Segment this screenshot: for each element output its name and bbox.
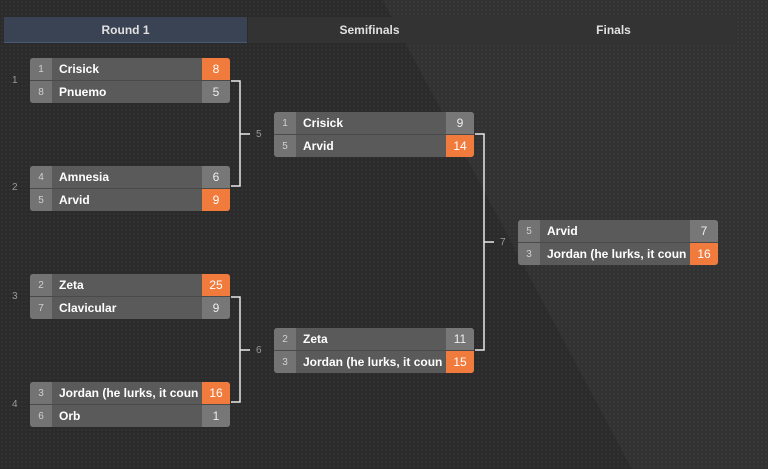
match-number-6: 6 (256, 345, 262, 356)
match-4-bottom-player[interactable]: 6 Orb 1 (30, 404, 230, 427)
player-name: Arvid (303, 139, 334, 153)
seed: 3 (274, 351, 296, 373)
match-6[interactable]: 2 Zeta 11 3 Jordan (he lurks, it coun 15 (274, 328, 474, 373)
seed: 1 (274, 112, 296, 134)
score: 15 (446, 351, 474, 373)
player-name: Jordan (he lurks, it coun (59, 386, 199, 400)
seed: 5 (30, 189, 52, 211)
match-7-top-player[interactable]: 5 Arvid 7 (518, 220, 718, 242)
seed: 2 (30, 274, 52, 296)
seed: 3 (518, 243, 540, 265)
score: 11 (446, 328, 474, 350)
match-2-top-player[interactable]: 4 Amnesia 6 (30, 166, 230, 188)
match-2[interactable]: 4 Amnesia 6 5 Arvid 9 (30, 166, 230, 211)
match-4[interactable]: 3 Jordan (he lurks, it coun 16 6 Orb 1 (30, 382, 230, 427)
match-5-top-player[interactable]: 1 Crisick 9 (274, 112, 474, 134)
player-name: Zeta (59, 278, 84, 292)
match-number-2: 2 (12, 182, 18, 193)
match-number-7: 7 (500, 237, 506, 248)
score: 9 (446, 112, 474, 134)
seed: 8 (30, 81, 52, 103)
match-4-top-player[interactable]: 3 Jordan (he lurks, it coun 16 (30, 382, 230, 404)
player-name: Arvid (59, 193, 90, 207)
match-1[interactable]: 1 Crisick 8 8 Pnuemo 5 (30, 58, 230, 103)
seed: 5 (518, 220, 540, 242)
match-7-bottom-player[interactable]: 3 Jordan (he lurks, it coun 16 (518, 242, 718, 265)
player-name: Crisick (59, 62, 100, 76)
match-3[interactable]: 2 Zeta 25 7 Clavicular 9 (30, 274, 230, 319)
score: 16 (690, 243, 718, 265)
match-1-bottom-player[interactable]: 8 Pnuemo 5 (30, 80, 230, 103)
seed: 7 (30, 297, 52, 319)
match-7[interactable]: 5 Arvid 7 3 Jordan (he lurks, it coun 16 (518, 220, 718, 265)
seed: 2 (274, 328, 296, 350)
score: 8 (202, 58, 230, 80)
match-1-top-player[interactable]: 1 Crisick 8 (30, 58, 230, 80)
score: 9 (202, 189, 230, 211)
player-name: Jordan (he lurks, it coun (547, 247, 687, 261)
score: 9 (202, 297, 230, 319)
score: 6 (202, 166, 230, 188)
player-name: Clavicular (59, 301, 117, 315)
match-6-bottom-player[interactable]: 3 Jordan (he lurks, it coun 15 (274, 350, 474, 373)
seed: 4 (30, 166, 52, 188)
match-3-bottom-player[interactable]: 7 Clavicular 9 (30, 296, 230, 319)
match-2-bottom-player[interactable]: 5 Arvid 9 (30, 188, 230, 211)
player-name: Orb (59, 409, 81, 423)
player-name: Arvid (547, 224, 578, 238)
match-3-top-player[interactable]: 2 Zeta 25 (30, 274, 230, 296)
seed: 1 (30, 58, 52, 80)
seed: 6 (30, 405, 52, 427)
score: 25 (202, 274, 230, 296)
player-name: Pnuemo (59, 85, 107, 99)
match-number-4: 4 (12, 399, 18, 410)
tab-semifinals[interactable]: Semifinals (248, 17, 491, 43)
seed: 5 (274, 135, 296, 157)
score: 1 (202, 405, 230, 427)
match-number-5: 5 (256, 129, 262, 140)
match-number-3: 3 (12, 291, 18, 302)
match-number-1: 1 (12, 75, 18, 86)
player-name: Crisick (303, 116, 344, 130)
player-name: Amnesia (59, 170, 110, 184)
match-5-bottom-player[interactable]: 5 Arvid 14 (274, 134, 474, 157)
tab-round-1[interactable]: Round 1 (4, 17, 247, 43)
score: 16 (202, 382, 230, 404)
score: 5 (202, 81, 230, 103)
score: 14 (446, 135, 474, 157)
seed: 3 (30, 382, 52, 404)
tab-finals[interactable]: Finals (492, 17, 735, 43)
match-6-top-player[interactable]: 2 Zeta 11 (274, 328, 474, 350)
score: 7 (690, 220, 718, 242)
player-name: Zeta (303, 332, 328, 346)
match-5[interactable]: 1 Crisick 9 5 Arvid 14 (274, 112, 474, 157)
player-name: Jordan (he lurks, it coun (303, 355, 443, 369)
